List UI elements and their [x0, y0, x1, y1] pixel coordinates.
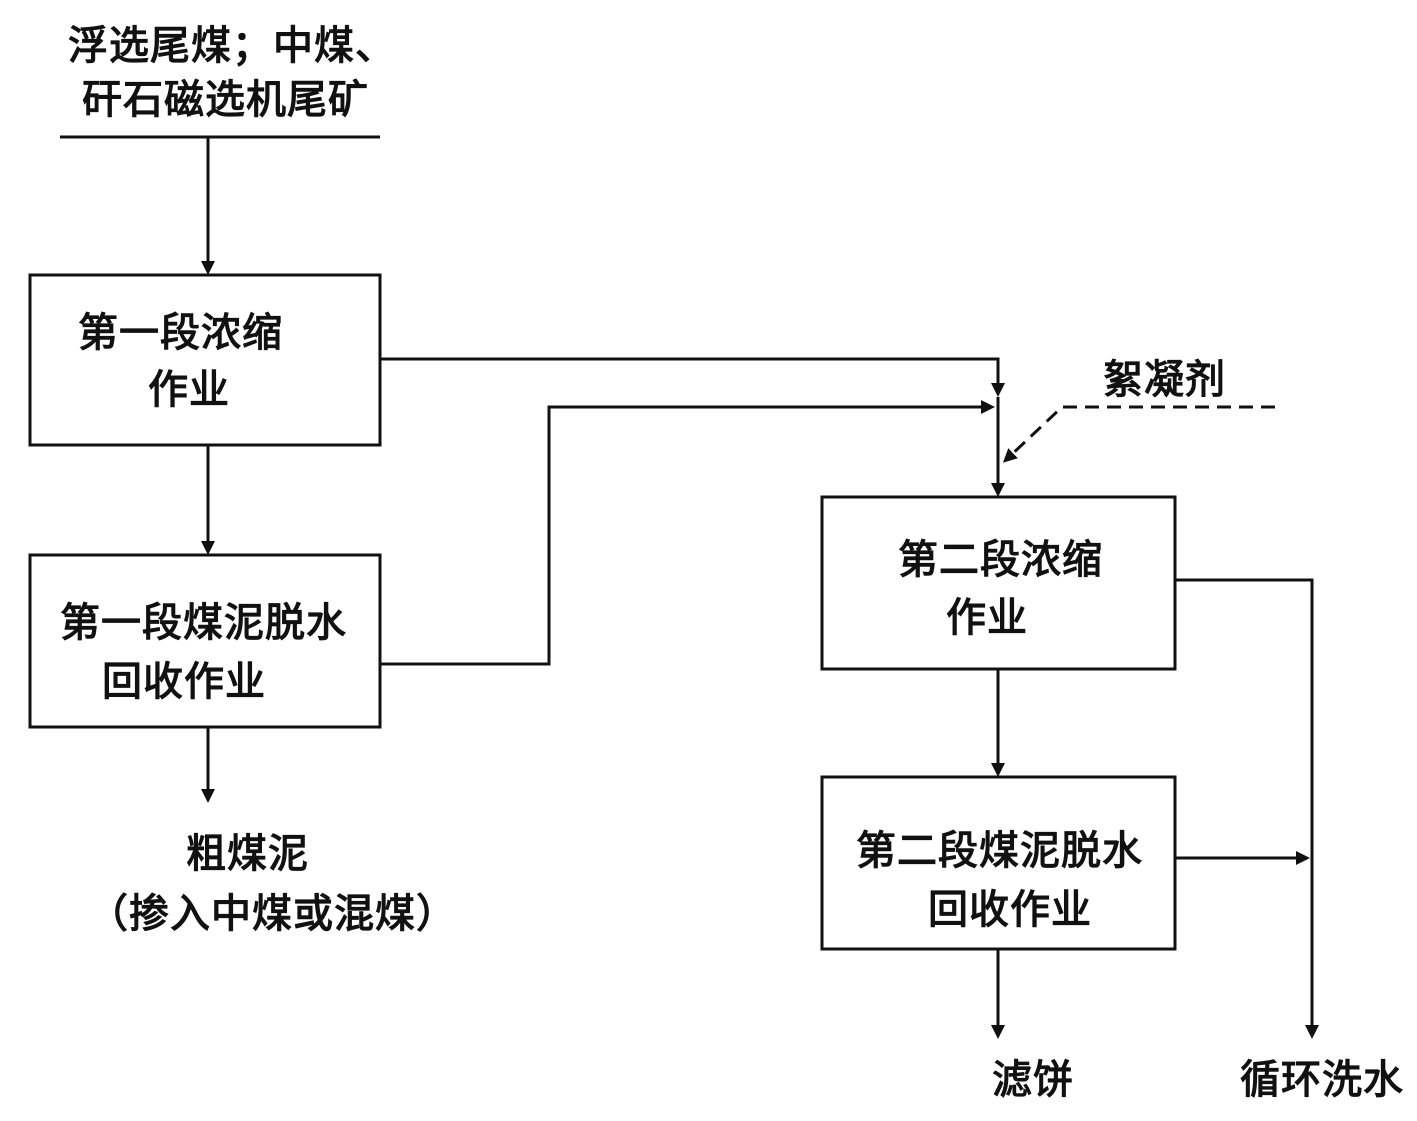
stage1-thicken-line1: 第一段浓缩: [78, 310, 283, 356]
filter-cake-label: 滤饼: [992, 1057, 1074, 1103]
flow-stage1-overflow: [380, 357, 1005, 397]
stage1-dewater-box: [28, 553, 382, 729]
stage2-thicken-line1: 第二段浓缩: [898, 537, 1103, 583]
flocculant-label: 絮凝剂: [1103, 357, 1226, 403]
recycle-water-label: 循环洗水: [1240, 1057, 1404, 1103]
input-label-line1: 浮选尾煤；中煤、: [68, 23, 396, 69]
flocculant-feed-line: [1002, 405, 1275, 463]
input-label-line2: 矸石磁选机尾矿: [82, 77, 369, 123]
coarse-slime-label: 粗煤泥: [186, 831, 309, 877]
stage2-dewater-line1: 第二段煤泥脱水: [856, 828, 1143, 874]
stage1-thicken-line2: 作业: [148, 367, 230, 413]
coarse-slime-note: （掺入中煤或混煤）: [88, 891, 457, 937]
flow-stage2-overflow: [1175, 578, 1319, 1039]
stage2-dewater-line2: 回收作业: [928, 887, 1092, 933]
stage1-dewater-line2: 回收作业: [102, 659, 266, 705]
stage1-dewater-line1: 第一段煤泥脱水: [60, 600, 347, 646]
flow-stage1-filtrate: [380, 400, 995, 666]
stage2-thicken-line2: 作业: [946, 595, 1028, 641]
